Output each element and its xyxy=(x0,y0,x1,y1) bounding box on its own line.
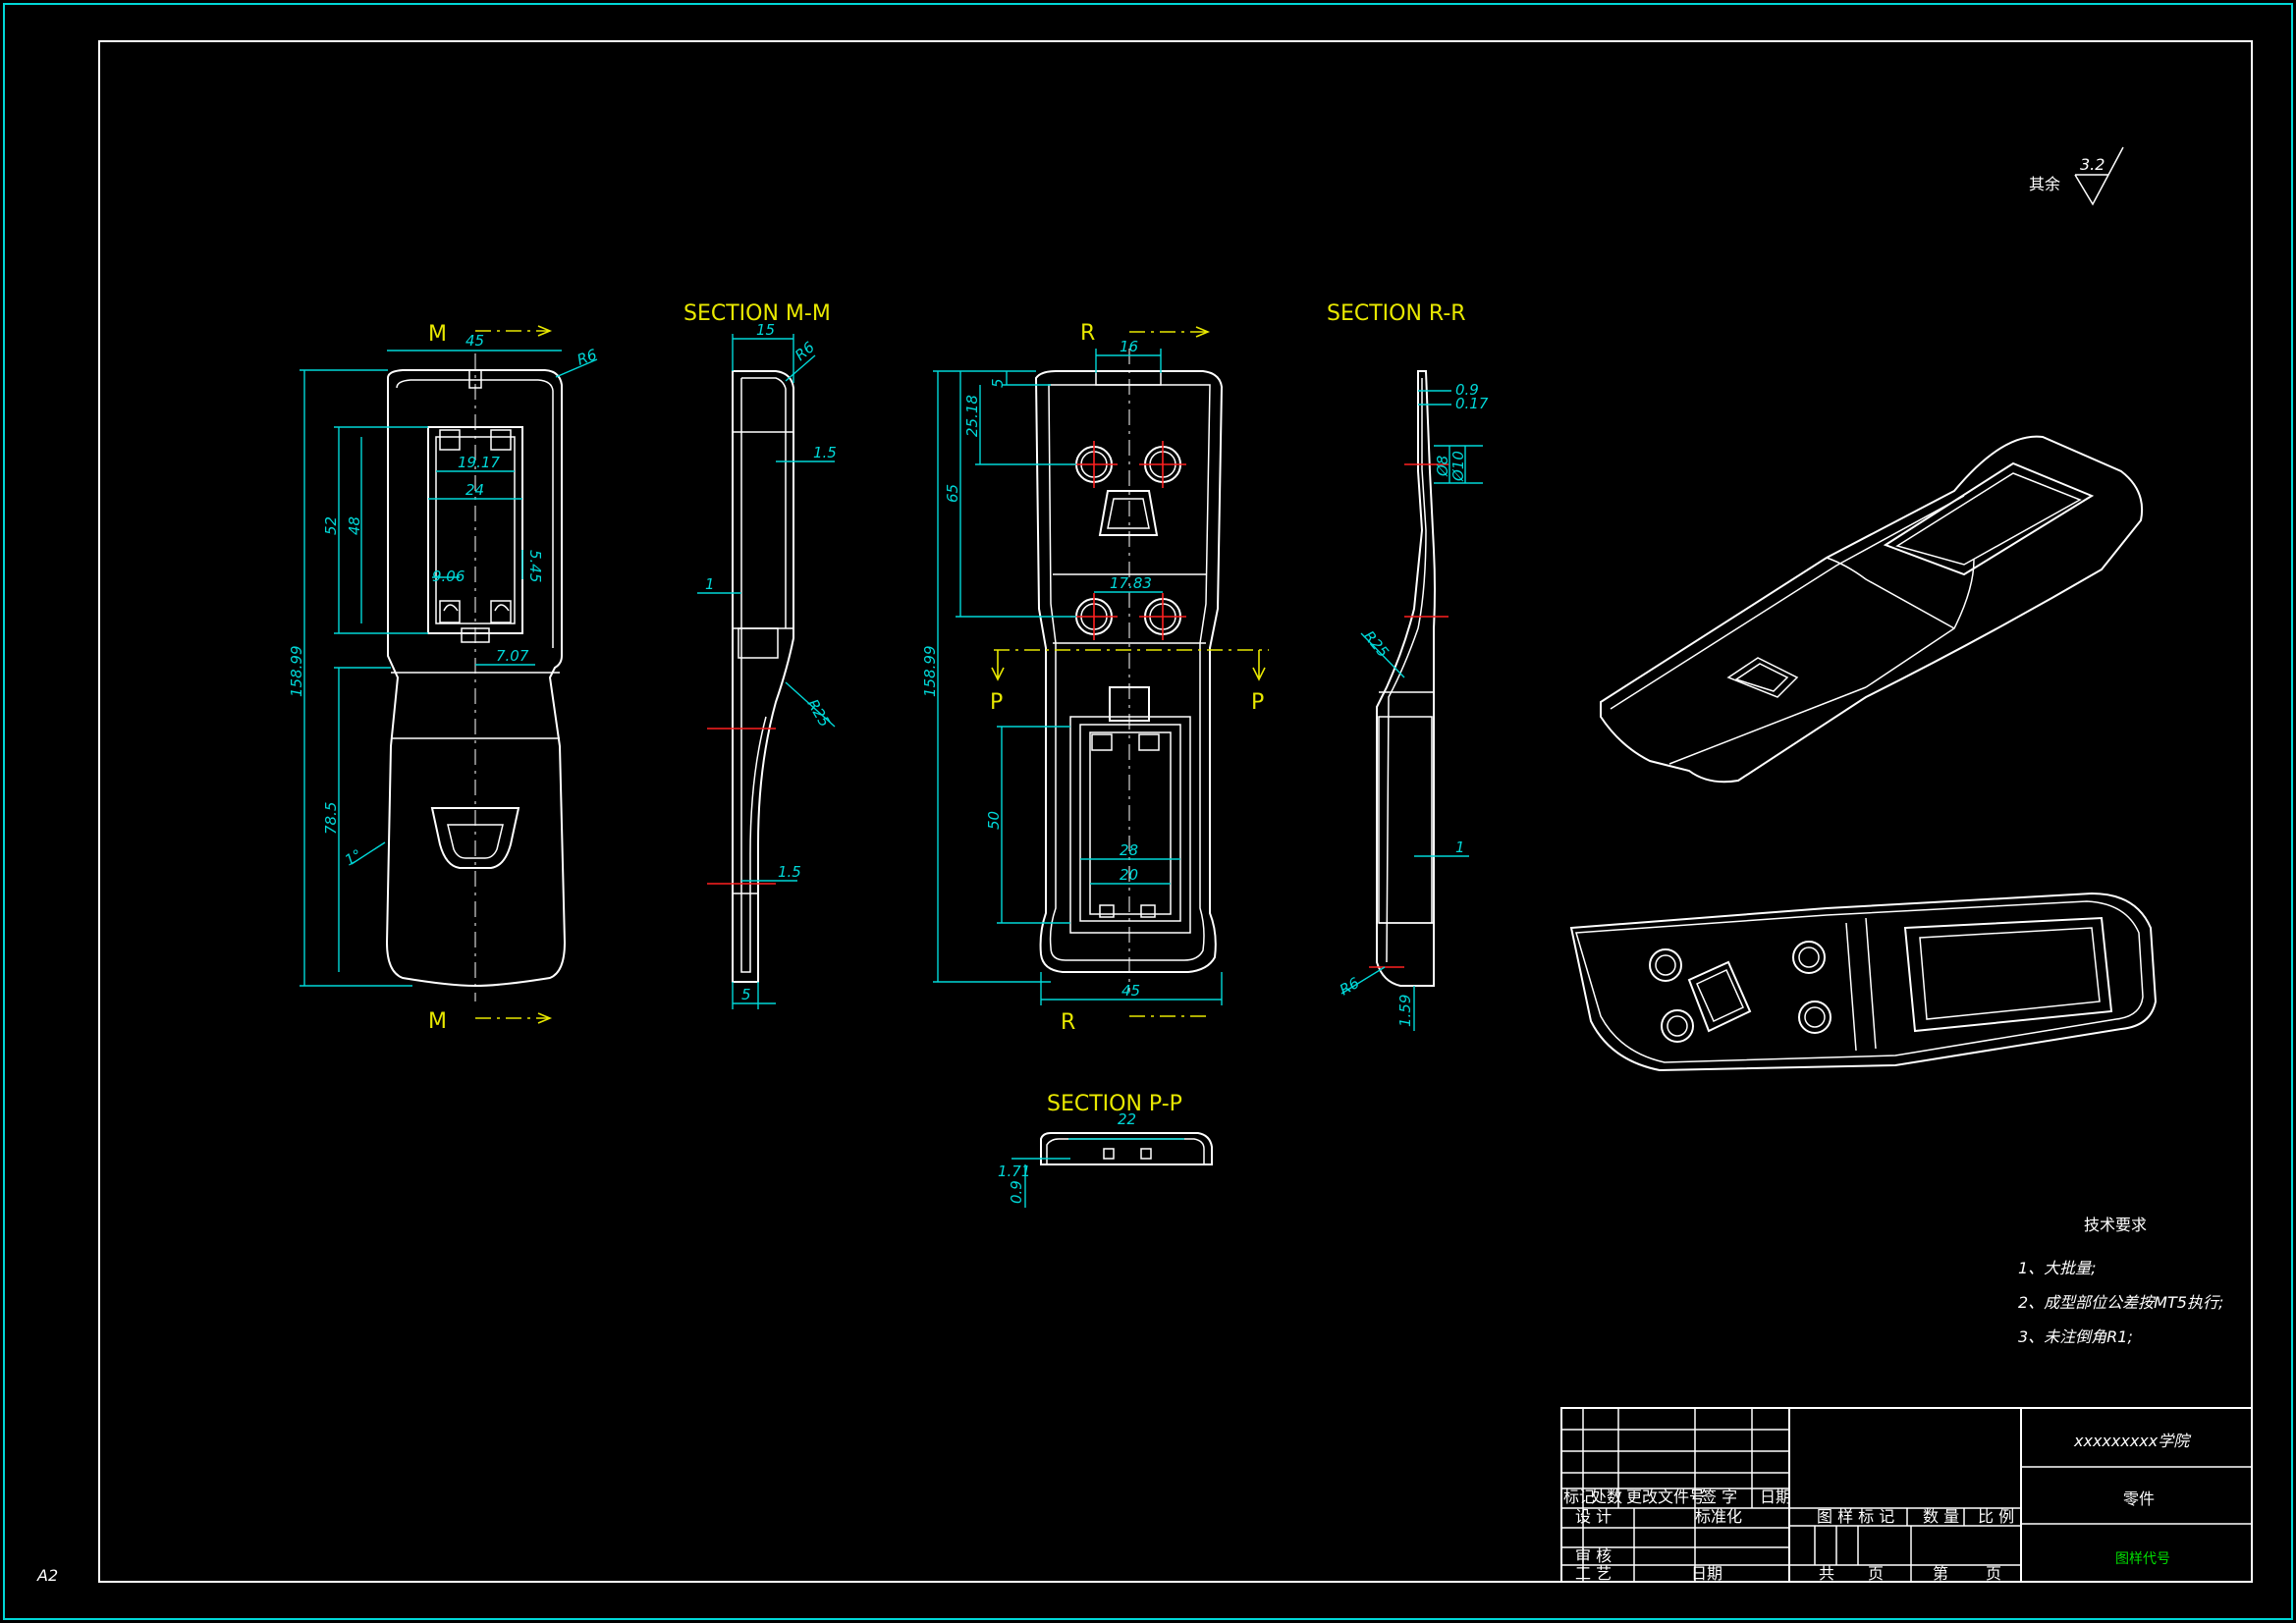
dim-front-48: 48 xyxy=(346,516,363,535)
dim-front-slot-outer: 24 xyxy=(465,481,484,499)
dim-mm-15b: 1.5 xyxy=(778,863,801,881)
tech-req-item-1: 1、大批量; xyxy=(2018,1259,2097,1277)
dim-back-16: 16 xyxy=(1120,338,1138,355)
dim-front-width: 45 xyxy=(465,332,484,350)
isometric-view-top xyxy=(1600,435,2143,784)
dim-pp-22: 22 xyxy=(1118,1110,1136,1128)
dim-back-20: 20 xyxy=(1120,866,1138,884)
dim-back-2518: 25.18 xyxy=(963,395,981,437)
tb-stage-mark: 图 样 标 记 xyxy=(1817,1507,1894,1526)
tech-requirements: 技术要求 1、大批量; 2、成型部位公差按MT5执行; 3、未注倒角R1; xyxy=(2018,1216,2223,1346)
tb-process: 工 艺 xyxy=(1575,1564,1612,1583)
cut-label-m-bottom: M xyxy=(428,1009,447,1034)
dim-pp-171: 1.71 xyxy=(998,1163,1030,1180)
dim-rr-d10: Ø10 xyxy=(1449,451,1467,482)
section-rr-view: SECTION R-R 0.9 0.17 Ø8 Ø10 R25 1 R6 1.5… xyxy=(1327,301,1489,1031)
section-rr-title: SECTION R-R xyxy=(1327,301,1466,326)
title-block: 标记 处数 更改文件号 签 字 日期 设 计 标准化 审 核 工 艺 日期 图 … xyxy=(1560,1407,2253,1583)
dim-front-707: 7.07 xyxy=(496,647,529,665)
dim-mm-5: 5 xyxy=(741,986,751,1003)
dim-front-angle: 1° xyxy=(342,845,365,869)
dim-rr-159: 1.59 xyxy=(1396,995,1414,1027)
dim-pp-09: 0.9 xyxy=(1008,1180,1025,1204)
tb-rev-mark: 标记 xyxy=(1563,1488,1595,1506)
isometric-view-bottom xyxy=(1569,892,2158,1072)
dim-back-5: 5 xyxy=(989,378,1007,388)
tb-page-unit-2: 页 xyxy=(1986,1564,2001,1583)
tb-date: 日期 xyxy=(1691,1564,1722,1583)
tb-page-unit-1: 页 xyxy=(1868,1564,1884,1583)
tb-check: 审 核 xyxy=(1575,1546,1612,1565)
dim-rr-1: 1 xyxy=(1455,839,1465,856)
cut-label-p-left: P xyxy=(990,690,1003,715)
roughness-symbol: 其余 3.2 xyxy=(2029,146,2124,206)
tb-standard: 标准化 xyxy=(1695,1507,1742,1526)
dim-mm-r6: R6 xyxy=(792,338,818,364)
cut-label-m-top: M xyxy=(428,322,447,347)
cut-label-p-right: P xyxy=(1251,690,1264,715)
dim-back-50: 50 xyxy=(985,811,1003,830)
dim-rr-017: 0.17 xyxy=(1455,395,1489,412)
dim-rr-r6: R6 xyxy=(1337,974,1362,1000)
section-pp-view: SECTION P-P 22 1.71 0.9 xyxy=(998,1092,1213,1208)
tb-sheet-no: 第 xyxy=(1933,1564,1948,1583)
dim-front-52: 52 xyxy=(322,516,340,535)
dim-rr-d8: Ø8 xyxy=(1434,456,1451,477)
tb-rev-sign: 签 字 xyxy=(1701,1488,1737,1506)
sheet-size-label: A2 xyxy=(36,1566,58,1585)
dim-rr-r25: R25 xyxy=(1360,627,1393,661)
tb-school: xxxxxxxxx学院 xyxy=(2073,1432,2192,1450)
tech-req-item-3: 3、未注倒角R1; xyxy=(2018,1327,2133,1346)
section-mm-view: SECTION M-M 15 R6 1.5 1 R25 1.5 5 xyxy=(683,301,837,1009)
tb-part-name: 零件 xyxy=(2123,1489,2155,1508)
dim-rr-09: 0.9 xyxy=(1455,381,1479,399)
tb-rev-date: 日期 xyxy=(1760,1488,1791,1506)
tech-req-title: 技术要求 xyxy=(2084,1216,2147,1234)
inner-frame xyxy=(98,40,2253,1583)
cut-label-r-top: R xyxy=(1080,321,1095,346)
dim-front-906: 9.06 xyxy=(432,568,465,585)
tb-quantity: 数 量 xyxy=(1923,1507,1959,1526)
back-view: R R P P 16 5 25.18 65 17.83 158.99 50 28… xyxy=(921,321,1269,1035)
cut-label-r-bottom: R xyxy=(1061,1010,1075,1035)
dim-back-65: 65 xyxy=(944,484,961,503)
dim-front-length: 158.99 xyxy=(288,646,305,698)
section-pp-title: SECTION P-P xyxy=(1047,1092,1182,1116)
front-view: M M 45 R6 19.17 24 52 48 9.06 5.45 7.07 … xyxy=(288,322,599,1034)
tech-req-item-2: 2、成型部位公差按MT5执行; xyxy=(2018,1293,2223,1312)
dim-mm-r25: R25 xyxy=(804,696,834,730)
tb-scale: 比 例 xyxy=(1978,1507,2014,1526)
dim-back-1783: 17.83 xyxy=(1110,574,1152,592)
dim-mm-1: 1 xyxy=(705,575,715,593)
dim-front-545: 5.45 xyxy=(526,550,544,582)
section-mm-title: SECTION M-M xyxy=(683,301,831,326)
dim-front-slot-inner: 19.17 xyxy=(458,454,500,471)
dim-back-28: 28 xyxy=(1120,841,1138,859)
tb-rev-doc: 更改文件号 xyxy=(1626,1488,1705,1506)
dim-mm-15: 15 xyxy=(756,321,775,339)
tb-drawing-no: 图样代号 xyxy=(2115,1551,2170,1567)
dim-front-785: 78.5 xyxy=(322,802,340,835)
roughness-value: 3.2 xyxy=(2080,155,2105,174)
roughness-prefix: 其余 xyxy=(2029,175,2060,193)
outer-border xyxy=(3,3,2293,1620)
dim-front-radius: R6 xyxy=(574,346,599,369)
tb-rev-count: 处数 xyxy=(1591,1488,1622,1506)
dim-mm-15a: 1.5 xyxy=(813,444,837,461)
dim-back-length: 158.99 xyxy=(921,646,939,698)
dim-back-45: 45 xyxy=(1121,982,1140,1000)
tb-design: 设 计 xyxy=(1575,1507,1612,1526)
tb-total: 共 xyxy=(1819,1564,1834,1583)
